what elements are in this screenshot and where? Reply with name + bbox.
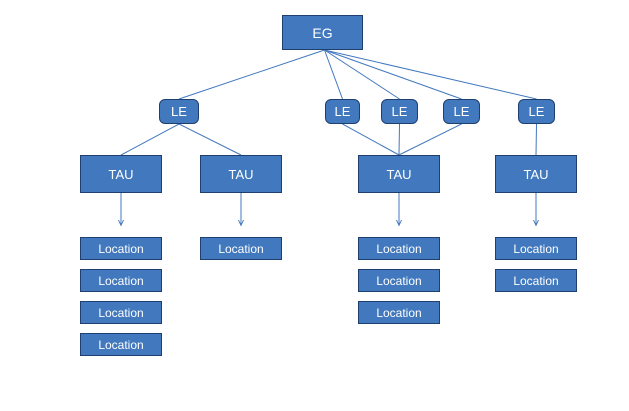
tau-node-1[interactable]: TAU <box>80 155 162 193</box>
connector-line <box>324 49 537 100</box>
edges-le-to-tau <box>120 123 537 156</box>
location-node-c4-label: Location <box>513 273 559 288</box>
tau-node-3[interactable]: TAU <box>358 155 440 193</box>
tau-node-4[interactable]: TAU <box>495 155 577 193</box>
connector-line <box>398 123 462 156</box>
connector-line <box>178 123 242 156</box>
location-node-c1-label: Location <box>98 337 144 352</box>
le-node-label: LE <box>171 104 187 119</box>
le-node-4[interactable]: LE <box>443 99 480 124</box>
location-node-c3-label: Location <box>376 273 422 288</box>
connector-line <box>178 49 325 100</box>
connector-line <box>535 123 537 156</box>
location-node-c3-label: Location <box>376 305 422 320</box>
connector-line <box>324 49 462 100</box>
location-node-c1-label: Location <box>98 305 144 320</box>
location-node-c1-4[interactable]: Location <box>80 333 162 356</box>
le-node-3[interactable]: LE <box>381 99 418 124</box>
le-node-5[interactable]: LE <box>518 99 555 124</box>
tau-node-label: TAU <box>108 166 134 182</box>
tau-node-label: TAU <box>228 166 254 182</box>
tau-node-2[interactable]: TAU <box>200 155 282 193</box>
connector-line <box>324 49 400 100</box>
location-node-c1-2[interactable]: Location <box>80 269 162 292</box>
edges-tau-to-location <box>121 193 536 225</box>
edges-eg-to-le <box>178 49 537 100</box>
location-node-c4-1[interactable]: Location <box>495 237 577 260</box>
location-node-c1-label: Location <box>98 273 144 288</box>
location-node-c3-3[interactable]: Location <box>358 301 440 324</box>
le-node-label: LE <box>453 104 470 119</box>
tau-node-label: TAU <box>523 166 549 182</box>
eg-node-label: EG <box>312 24 333 41</box>
location-node-c1-label: Location <box>98 241 144 256</box>
location-node-c4-label: Location <box>513 241 559 256</box>
location-node-c2-label: Location <box>218 241 264 256</box>
location-node-c1-1[interactable]: Location <box>80 237 162 260</box>
connector-line <box>398 123 400 156</box>
le-node-label: LE <box>391 104 408 119</box>
eg-node[interactable]: EG <box>282 15 363 50</box>
le-node-label: LE <box>334 104 351 119</box>
location-node-c3-2[interactable]: Location <box>358 269 440 292</box>
connector-line <box>342 123 400 156</box>
location-node-c1-3[interactable]: Location <box>80 301 162 324</box>
le-node-2[interactable]: LE <box>325 99 360 124</box>
le-node-1[interactable]: LE <box>159 99 199 124</box>
tau-node-label: TAU <box>386 166 412 182</box>
location-node-c2-1[interactable]: Location <box>200 237 282 260</box>
le-node-label: LE <box>528 104 545 119</box>
location-node-c3-1[interactable]: Location <box>358 237 440 260</box>
connector-line <box>324 49 343 100</box>
location-node-c4-2[interactable]: Location <box>495 269 577 292</box>
location-node-c3-label: Location <box>376 241 422 256</box>
connector-line <box>120 123 180 156</box>
